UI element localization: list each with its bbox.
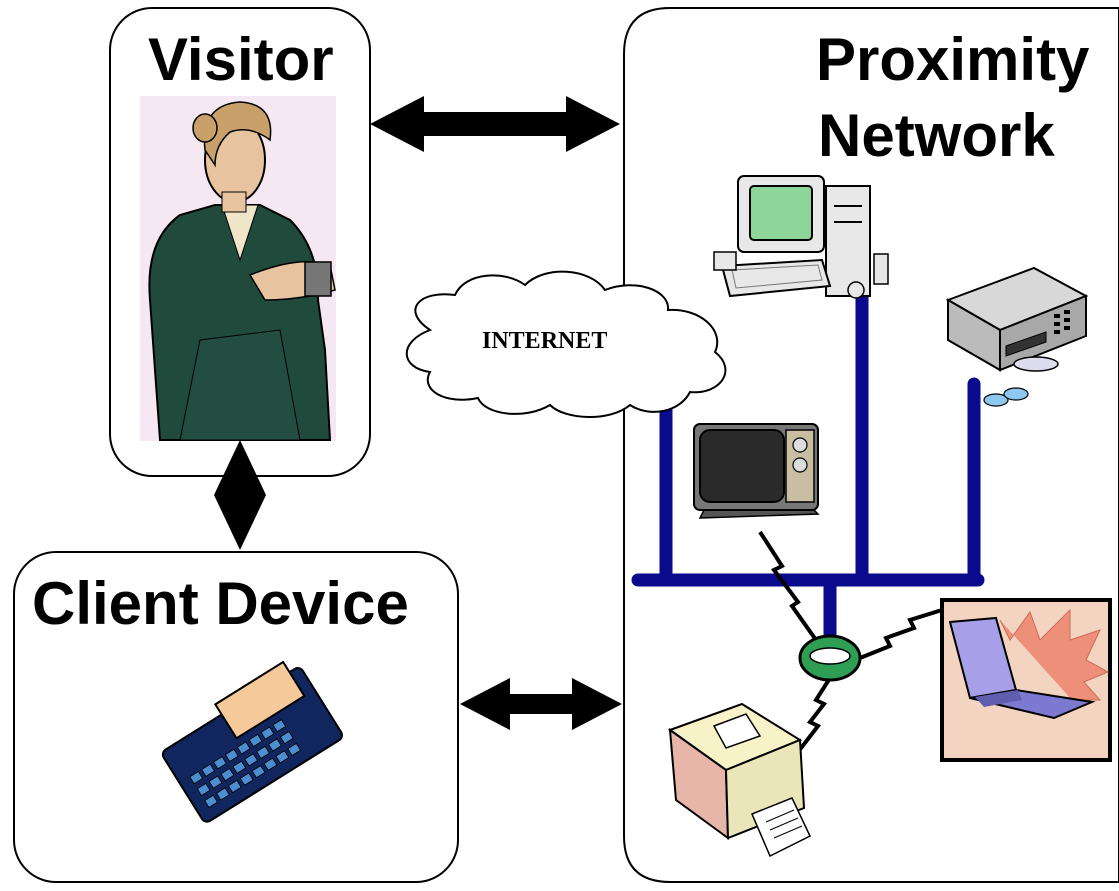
internet-label: INTERNET — [482, 328, 608, 354]
television-icon — [693, 423, 820, 519]
handheld-pda-icon — [161, 660, 343, 823]
client-device-label: Client Device — [32, 570, 409, 637]
visitor-network-arrow — [370, 96, 620, 152]
proximity-network-label-line2: Network — [818, 102, 1055, 169]
businesswoman-icon — [140, 96, 336, 441]
client-network-arrow — [460, 678, 622, 730]
desktop-computer-icon — [713, 175, 889, 299]
network-bus — [631, 283, 985, 641]
laptop-link — [859, 608, 943, 660]
proximity-network-label-line1: Proximity — [816, 26, 1090, 93]
visitor-client-arrow — [214, 440, 266, 550]
printer-icon — [667, 702, 811, 858]
visitor-label: Visitor — [148, 26, 334, 93]
tv-link — [758, 530, 818, 642]
internet-cloud — [405, 270, 727, 418]
laptop-icon — [940, 598, 1112, 762]
printer-link — [796, 676, 832, 754]
wireless-hub-icon — [798, 634, 862, 682]
cd-player-icon — [945, 266, 1089, 407]
wireless-links — [758, 530, 943, 754]
